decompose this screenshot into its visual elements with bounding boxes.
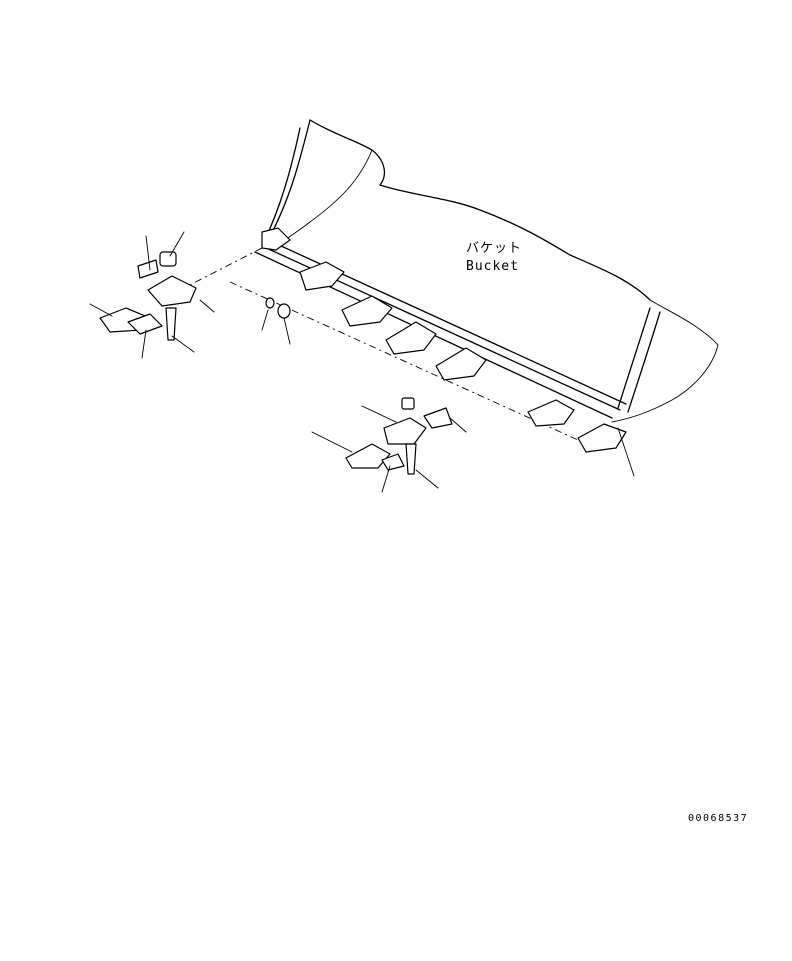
bucket-label-japanese: バケット <box>466 241 523 256</box>
lock-plate-lower <box>423 407 453 429</box>
nut-lower <box>401 397 415 410</box>
tooth-7 <box>577 423 627 453</box>
bucket-label-english: Bucket <box>466 259 519 274</box>
tooth-3 <box>341 295 393 327</box>
lock-left <box>127 313 163 335</box>
nut <box>277 303 291 319</box>
tooth-row <box>261 227 635 477</box>
tooth-1 <box>261 227 291 251</box>
bucket-body <box>261 119 719 423</box>
washer <box>265 297 275 309</box>
loose-washer-set <box>261 297 291 345</box>
left-corner-assembly <box>89 231 215 359</box>
tooth-lower <box>345 443 391 469</box>
drawing-number: 00068537 <box>688 813 749 824</box>
pin-lower <box>405 443 417 475</box>
tooth-4 <box>385 321 437 355</box>
bolt-left <box>137 259 159 279</box>
adapter-lower <box>383 417 427 445</box>
adapter-left <box>147 275 197 307</box>
tooth-5 <box>435 347 487 381</box>
tooth-6 <box>527 399 575 427</box>
pin-left <box>165 307 177 341</box>
lower-tooth-assembly <box>311 397 467 493</box>
washer-lower <box>381 453 405 471</box>
nut-left <box>159 251 177 267</box>
tooth-2 <box>299 261 345 291</box>
